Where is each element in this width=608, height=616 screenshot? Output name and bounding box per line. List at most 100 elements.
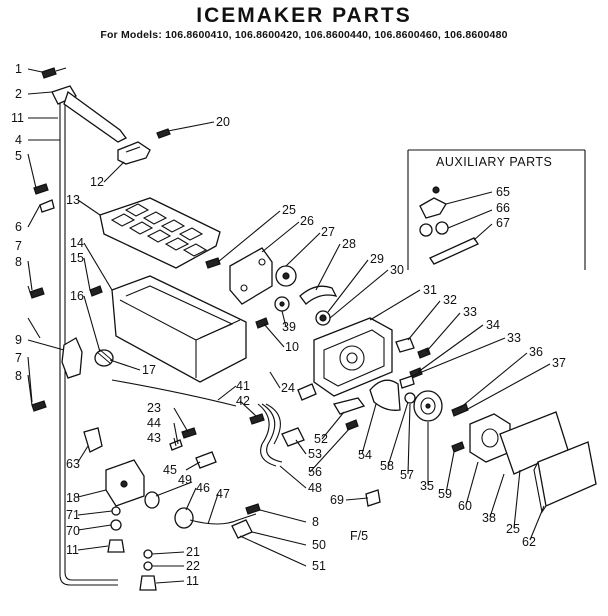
screw-23-drawing: [181, 427, 197, 439]
mounting-plate-drawing: [229, 247, 273, 305]
diagram-title: ICEMAKER PARTS: [196, 4, 412, 27]
callout-52: 52: [314, 432, 328, 446]
callout-16: 16: [70, 289, 84, 303]
callout-25-upper: 25: [282, 203, 296, 217]
screw-8-lower-drawing: [31, 400, 47, 412]
callout-8-upper: 8: [15, 255, 22, 269]
callout-26: 26: [300, 214, 314, 228]
callout-69: 69: [330, 493, 344, 507]
wiring-harness-drawing: [111, 379, 317, 467]
callout-5: 5: [15, 149, 22, 163]
callout-51: 51: [312, 559, 326, 573]
ice-mold-drawing: [99, 197, 221, 269]
callout-44: 44: [147, 416, 161, 430]
callout-60: 60: [458, 499, 472, 513]
fill-tube-drawing: [59, 95, 118, 586]
callout-39: 39: [282, 320, 296, 334]
ejector-blade-drawing: [332, 397, 366, 415]
callout-1: 1: [15, 62, 22, 76]
callout-13: 13: [66, 193, 80, 207]
switch-32-drawing: [395, 337, 415, 353]
callout-42: 42: [236, 394, 250, 408]
callout-25-lower: 25: [506, 522, 520, 536]
callout-17: 17: [142, 363, 156, 377]
mounting-cover-drawing: [533, 441, 597, 514]
leader-lines: [27, 68, 551, 584]
wire-clip-drawing: [83, 427, 103, 453]
callout-23: 23: [147, 401, 161, 415]
callout-70: 70: [66, 524, 80, 538]
callout-30: 30: [390, 263, 404, 277]
screw-59-drawing: [451, 441, 465, 453]
screw-10-drawing: [255, 317, 269, 329]
inlet-fitting-drawing: [144, 491, 257, 529]
callout-22: 22: [186, 559, 200, 573]
callout-29: 29: [370, 252, 384, 266]
callout-32: 32: [443, 293, 457, 307]
control-module-drawing: [313, 317, 393, 397]
callout-8-bottom: 8: [312, 515, 319, 529]
callout-11-bottom: 11: [186, 574, 199, 588]
connector-45-drawing: [195, 451, 217, 469]
nut-71-drawing: [111, 506, 121, 516]
callout-54: 54: [358, 448, 372, 462]
callout-41: 41: [236, 379, 250, 393]
callout-49: 49: [178, 473, 192, 487]
callout-15: 15: [70, 251, 84, 265]
callout-33-lower: 33: [507, 331, 521, 345]
callout-53: 53: [308, 447, 322, 461]
callout-11-mid: 11: [66, 543, 79, 557]
mold-heater-clip-drawing: [369, 379, 401, 411]
callout-59: 59: [438, 487, 452, 501]
drive-gear-drawing: [275, 265, 297, 287]
callout-38: 38: [482, 511, 496, 525]
callout-65: 65: [496, 185, 510, 199]
screw-5-drawing: [33, 183, 49, 195]
callout-43: 43: [147, 431, 161, 445]
shutoff-arm-drawing: [61, 337, 83, 379]
icemaker-housing-drawing: [111, 275, 247, 383]
aux-part-67-drawing: [429, 237, 479, 265]
callout-8-lower: 8: [15, 369, 22, 383]
bracket-12-drawing: [117, 141, 151, 165]
callout-47: 47: [216, 487, 230, 501]
clip-34-drawing: [399, 375, 415, 389]
callout-48: 48: [308, 481, 322, 495]
figure-note: F/5: [350, 529, 368, 543]
callout-45: 45: [163, 463, 177, 477]
clip-6-drawing: [39, 199, 55, 213]
screw-36-drawing: [451, 403, 469, 417]
callout-2: 2: [15, 87, 22, 101]
callout-27: 27: [321, 225, 335, 239]
callout-14: 14: [70, 236, 84, 250]
callout-7-upper: 7: [15, 239, 22, 253]
callout-6: 6: [15, 220, 22, 234]
screw-53-drawing: [345, 419, 359, 431]
auxiliary-box-border: [407, 149, 586, 270]
callout-57: 57: [400, 468, 414, 482]
callout-7-lower: 7: [15, 351, 22, 365]
callout-28: 28: [342, 237, 356, 251]
callout-33-upper: 33: [463, 305, 477, 319]
spacer-57-drawing: [404, 392, 416, 404]
water-valve-drawing: [105, 459, 145, 507]
callout-37: 37: [552, 356, 566, 370]
heater-clip-drawing: [94, 348, 114, 367]
callout-67: 67: [496, 216, 510, 230]
callout-36: 36: [529, 345, 543, 359]
grommet-11-bottom-drawing: [139, 575, 157, 591]
aux-part-66-drawing: [419, 221, 449, 237]
auxiliary-parts-title: AUXILIARY PARTS: [436, 155, 553, 169]
screw-8-upper-drawing: [29, 287, 45, 299]
callout-31: 31: [423, 283, 437, 297]
timing-gear-drawing: [274, 296, 290, 312]
cam-lever-drawing: [299, 285, 338, 305]
callout-9: 9: [15, 333, 22, 347]
callout-21: 21: [186, 545, 200, 559]
callout-62: 62: [522, 535, 536, 549]
washer-22-drawing: [143, 561, 153, 571]
screw-8-bottom-drawing: [245, 503, 261, 515]
shaft-washer-drawing: [315, 310, 331, 326]
callout-20: 20: [216, 115, 230, 129]
callout-34: 34: [486, 318, 500, 332]
